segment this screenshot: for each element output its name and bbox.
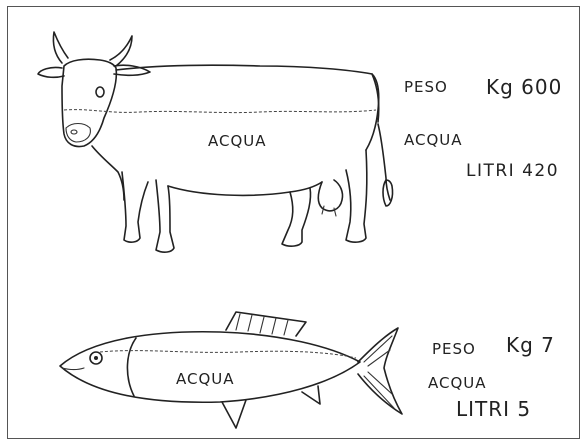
cow-chest — [91, 145, 125, 201]
cow-weight-value: Kg 600 — [486, 75, 562, 99]
cow-muzzle — [65, 122, 91, 143]
fish-water-side-label: ACQUA — [428, 374, 487, 392]
fish-dorsal-fin — [225, 311, 307, 337]
cow-eye — [95, 86, 105, 98]
fish-mouth — [61, 367, 85, 371]
cow-hind-leg-1 — [281, 187, 312, 247]
fish-water-label: ACQUA — [176, 370, 235, 388]
fish-tail-rays — [363, 335, 395, 409]
fish-anal-fin — [301, 385, 321, 405]
cow-right-ear — [113, 64, 151, 77]
cow-tail — [377, 123, 391, 201]
cow-rump — [365, 73, 380, 151]
cow-nostril — [70, 129, 78, 135]
fish-pelvic-fin — [221, 399, 247, 429]
cow-back — [115, 64, 380, 123]
fish-body — [59, 330, 361, 404]
cow-belly — [167, 181, 323, 197]
fish-dorsal-rays — [235, 313, 289, 336]
cow-front-leg-2 — [155, 179, 175, 253]
cow-drawing — [37, 31, 394, 253]
fish-eye — [89, 351, 103, 365]
cow-udder — [317, 179, 344, 212]
cow-water-side-label: ACQUA — [404, 131, 463, 149]
cow-front-leg-1 — [121, 171, 149, 243]
cow-weight-label: PESO — [404, 78, 448, 96]
cow-tail-tuft — [382, 179, 394, 207]
fish-weight-value: Kg 7 — [506, 333, 555, 357]
fish-gill — [126, 337, 137, 397]
fish-water-amount: LITRI 5 — [456, 397, 531, 421]
fish-water-line — [99, 350, 357, 359]
cow-water-amount: LITRI 420 — [466, 161, 559, 181]
cow-water-label: ACQUA — [208, 132, 267, 150]
fish-weight-label: PESO — [432, 340, 476, 358]
cow-right-horn — [109, 35, 133, 67]
cow-left-ear — [37, 66, 65, 79]
cow-teats — [321, 205, 337, 217]
illustration-frame — [7, 6, 580, 439]
fish-tail — [357, 327, 403, 415]
fish-pupil — [94, 356, 98, 360]
cow-left-horn — [52, 31, 69, 64]
cow-hind-leg-2 — [345, 149, 368, 243]
fish-drawing — [59, 311, 403, 429]
cow-water-line — [63, 109, 377, 114]
cow-head — [61, 58, 118, 148]
